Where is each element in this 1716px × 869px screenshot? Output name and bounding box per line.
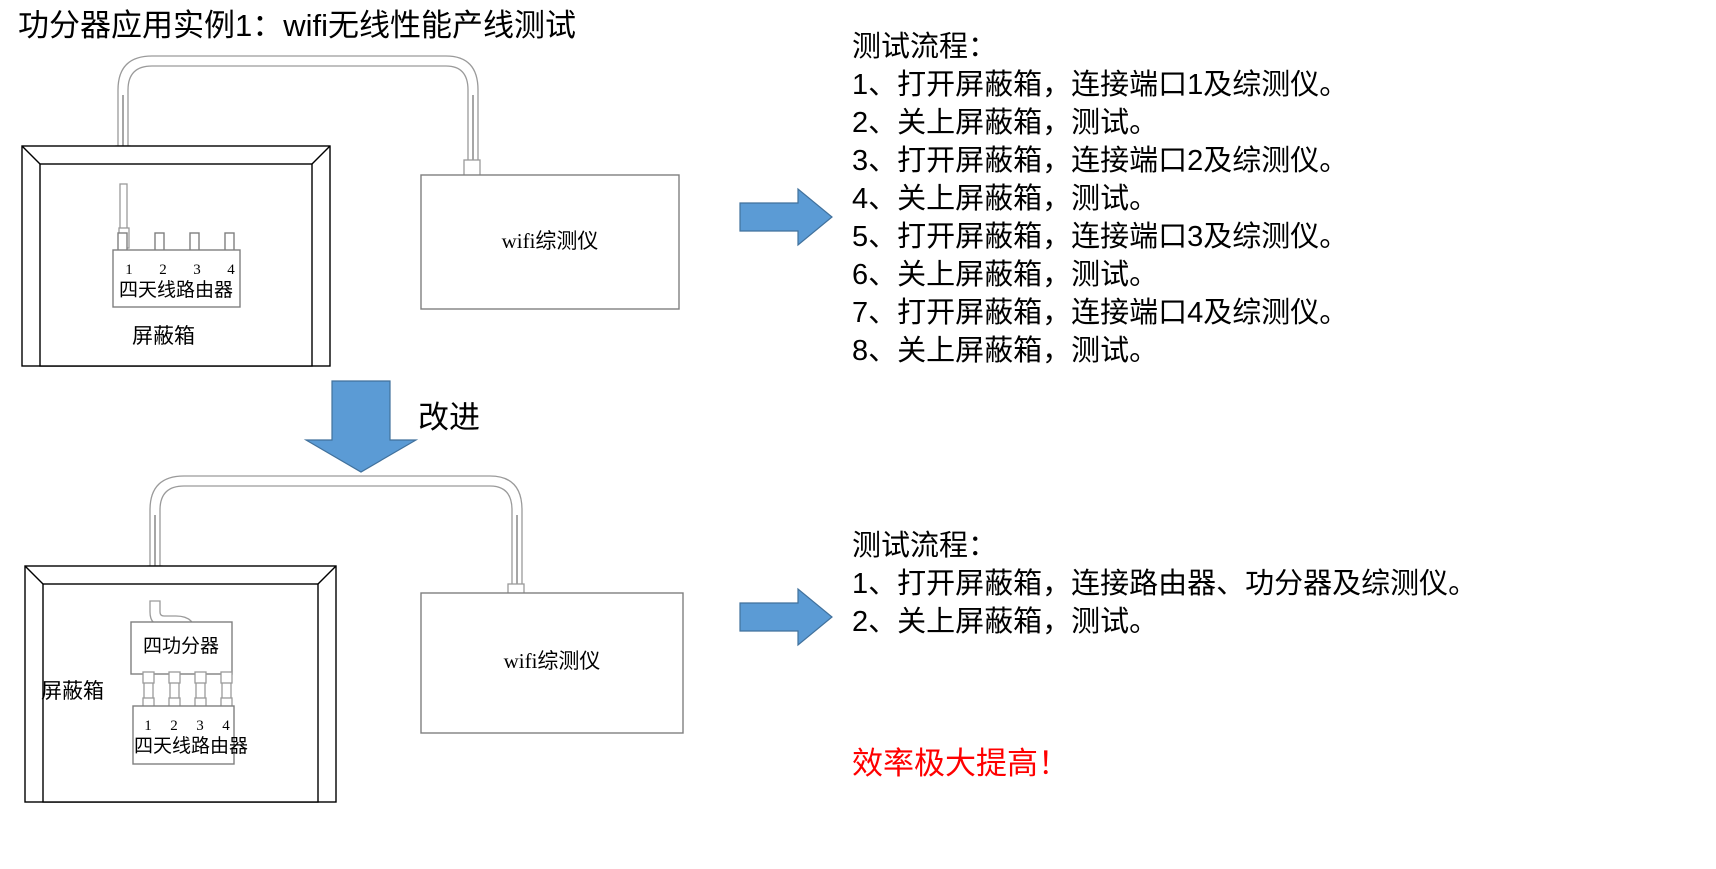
router-top-label: 四天线路由器 bbox=[119, 279, 233, 301]
procedure-bottom-step-1: 1、打开屏蔽箱，连接路由器、功分器及综测仪。 bbox=[852, 568, 1478, 600]
jumper-1 bbox=[142, 671, 155, 710]
wifi-tester-top-label: wifi综测仪 bbox=[502, 229, 599, 253]
router-antenna-3 bbox=[189, 232, 200, 252]
improve-label: 改进 bbox=[418, 400, 480, 435]
procedure-top-step-7: 7、打开屏蔽箱，连接端口4及综测仪。 bbox=[852, 297, 1349, 329]
procedure-bottom-heading: 测试流程： bbox=[852, 530, 998, 562]
procedure-top-heading: 测试流程： bbox=[852, 31, 998, 63]
router-top: 1 2 3 4 四天线路由器 bbox=[112, 232, 241, 308]
arrow-to-bottom-procedure bbox=[739, 587, 833, 647]
router-antenna-1 bbox=[117, 232, 128, 252]
cable-ferrule-tester bbox=[463, 159, 481, 177]
procedure-top-step-3: 3、打开屏蔽箱，连接端口2及综测仪。 bbox=[852, 145, 1349, 177]
power-splitter-label: 四功分器 bbox=[143, 635, 219, 657]
improvement-arrow bbox=[303, 380, 419, 473]
jumper-3 bbox=[194, 671, 207, 710]
procedure-bottom-step-2: 2、关上屏蔽箱，测试。 bbox=[852, 606, 1159, 638]
procedure-top: 测试流程： 1、打开屏蔽箱，连接端口1及综测仪。 2、关上屏蔽箱，测试。 3、打… bbox=[852, 28, 1348, 370]
router-top-port-3: 3 bbox=[193, 262, 201, 278]
jumper-4 bbox=[220, 671, 233, 710]
router-bottom-port-1: 1 bbox=[144, 718, 152, 734]
arrow-to-top-procedure bbox=[739, 187, 833, 247]
procedure-top-step-1: 1、打开屏蔽箱，连接端口1及综测仪。 bbox=[852, 69, 1349, 101]
router-top-port-4: 4 bbox=[227, 262, 235, 278]
shield-box-top-label: 屏蔽箱 bbox=[132, 324, 195, 348]
wifi-tester-bottom: wifi综测仪 bbox=[420, 592, 684, 734]
wifi-tester-top: wifi综测仪 bbox=[420, 174, 680, 310]
router-bottom-port-2: 2 bbox=[170, 718, 178, 734]
procedure-top-step-8: 8、关上屏蔽箱，测试。 bbox=[852, 335, 1159, 367]
procedure-top-step-6: 6、关上屏蔽箱，测试。 bbox=[852, 259, 1159, 291]
router-antenna-2 bbox=[154, 232, 165, 252]
router-bottom-port-4: 4 bbox=[222, 718, 230, 734]
shield-box-bottom-label: 屏蔽箱 bbox=[41, 679, 104, 703]
router-top-port-2: 2 bbox=[159, 262, 167, 278]
router-antenna-4 bbox=[224, 232, 235, 252]
router-bottom-port-3: 3 bbox=[196, 718, 204, 734]
procedure-top-step-2: 2、关上屏蔽箱，测试。 bbox=[852, 107, 1159, 139]
router-bottom-label: 四天线路由器 bbox=[134, 735, 248, 757]
procedure-bottom: 测试流程： 1、打开屏蔽箱，连接路由器、功分器及综测仪。 2、关上屏蔽箱，测试。 bbox=[852, 527, 1477, 641]
splitter-to-router-jumpers bbox=[142, 671, 233, 710]
router-top-port-1: 1 bbox=[125, 262, 133, 278]
router-bottom: 1 2 3 4 四天线路由器 bbox=[132, 705, 248, 765]
highlight-text: 效率极大提高！ bbox=[852, 746, 1069, 781]
wifi-tester-bottom-label: wifi综测仪 bbox=[504, 649, 601, 673]
page-title: 功分器应用实例1：wifi无线性能产线测试 bbox=[18, 8, 577, 43]
procedure-top-step-4: 4、关上屏蔽箱，测试。 bbox=[852, 183, 1159, 215]
jumper-2 bbox=[168, 671, 181, 710]
power-splitter: 四功分器 bbox=[130, 621, 233, 675]
procedure-top-step-5: 5、打开屏蔽箱，连接端口3及综测仪。 bbox=[852, 221, 1349, 253]
